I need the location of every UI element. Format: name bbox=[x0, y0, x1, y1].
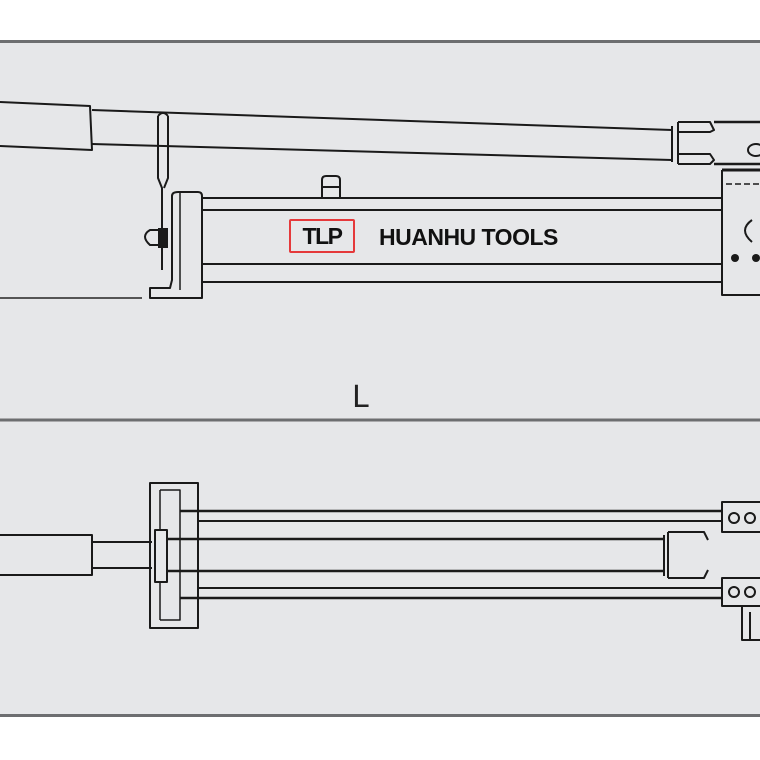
top-end-plate bbox=[149, 482, 199, 629]
housing-dot-2 bbox=[752, 254, 760, 262]
pump-housing bbox=[721, 170, 760, 296]
housing-dot-1 bbox=[731, 254, 739, 262]
top-handle-shaft bbox=[92, 541, 152, 569]
outlet-port bbox=[741, 606, 760, 641]
fitting-circle-3 bbox=[728, 586, 740, 598]
handle-grip bbox=[0, 101, 93, 151]
brand-name: HUANHU TOOLS bbox=[379, 223, 558, 250]
handle-lever-bottom bbox=[91, 143, 673, 161]
top-pin bbox=[321, 175, 341, 198]
fitting-circle-4 bbox=[744, 586, 756, 598]
release-knob bbox=[144, 229, 160, 246]
housing-valve bbox=[744, 219, 753, 243]
brand-logo-text: TLP bbox=[302, 222, 343, 249]
brand-logo: TLP bbox=[289, 219, 355, 253]
fitting-circle-1 bbox=[728, 512, 740, 524]
top-lever-fitting bbox=[663, 531, 709, 579]
top-handle-grip bbox=[0, 534, 93, 576]
top-view bbox=[0, 482, 760, 641]
handle-lever bbox=[91, 109, 673, 131]
pump-head bbox=[714, 120, 760, 166]
top-housing-upper bbox=[721, 501, 760, 533]
head-oval bbox=[747, 143, 760, 157]
lever-end-fitting bbox=[671, 121, 715, 165]
side-view bbox=[0, 101, 760, 299]
end-bracket bbox=[149, 191, 203, 299]
dimension-label: L bbox=[352, 380, 369, 415]
knob-nut bbox=[158, 228, 168, 248]
fitting-circle-2 bbox=[744, 512, 756, 524]
top-end-collar bbox=[154, 529, 168, 583]
